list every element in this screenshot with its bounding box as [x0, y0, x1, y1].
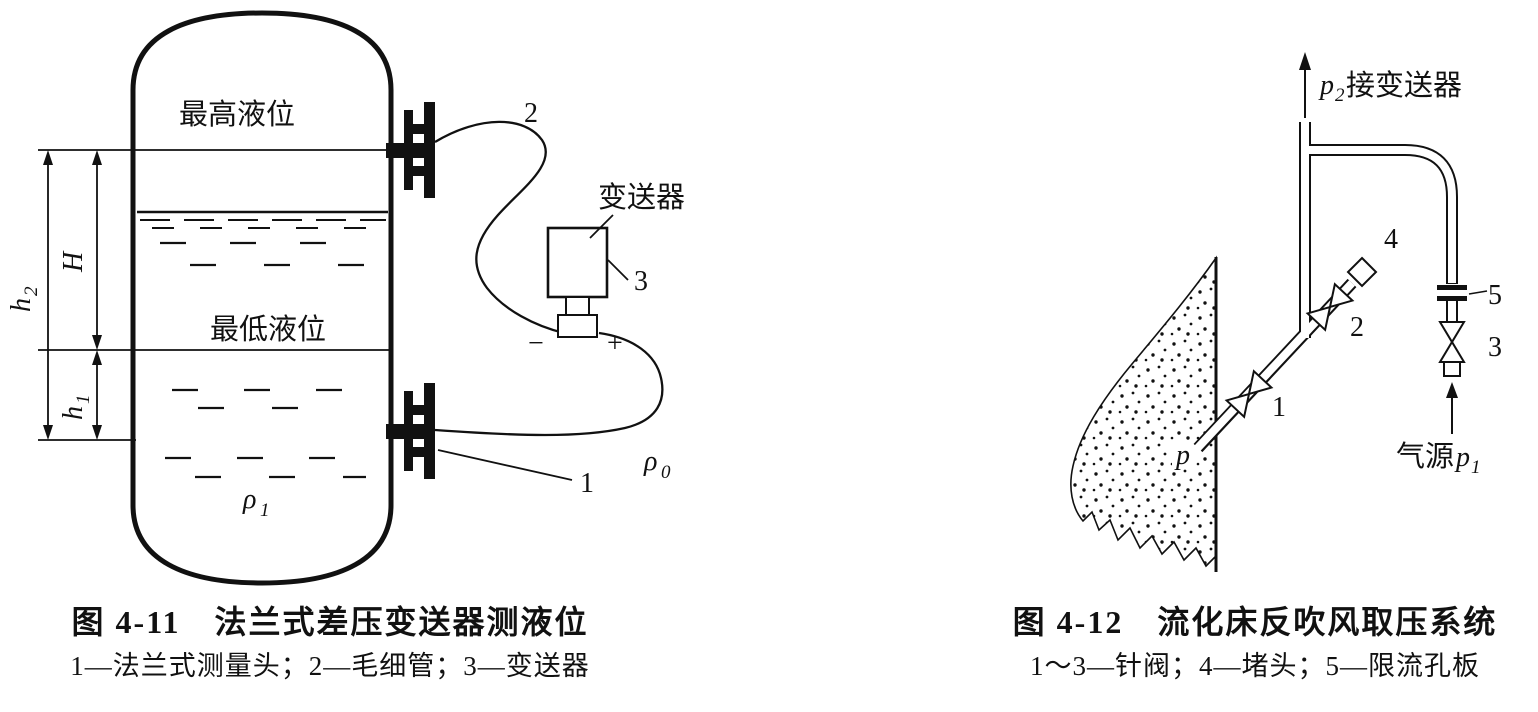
- needle-valve-3: [1438, 321, 1466, 377]
- plus-port-label: +: [607, 328, 623, 359]
- H-base: H: [58, 250, 89, 273]
- h2-base: h: [6, 298, 37, 312]
- p2-text: 接变送器: [1346, 69, 1462, 102]
- liquid-surface: [137, 210, 388, 229]
- orifice-plates: [1437, 285, 1467, 301]
- p1-base: p: [1454, 442, 1470, 473]
- h2-sub: 2: [21, 286, 42, 296]
- callout-2-right: 2: [1350, 312, 1364, 343]
- tank-outline: [130, 10, 394, 586]
- callout-1-right: 1: [1272, 392, 1286, 423]
- max-level-label: 最高液位: [179, 98, 295, 131]
- needle-valve-1: [1224, 369, 1274, 419]
- min-level-label: 最低液位: [210, 313, 326, 346]
- top-flange-head: [386, 102, 435, 198]
- plug-diamond: [1346, 256, 1378, 288]
- callout-4-right: 4: [1384, 224, 1398, 255]
- figure-4-11: h 2 H h 1: [6, 10, 685, 586]
- callout-3: 3: [634, 266, 648, 297]
- dimension-h2: [43, 150, 53, 440]
- p2-base: p: [1318, 70, 1334, 101]
- capillary-top: [434, 120, 565, 335]
- dimension-h1: [92, 350, 102, 440]
- figure-4-11-legend: 1—法兰式测量头；2—毛细管；3—变送器: [70, 651, 590, 681]
- callout-2: 2: [524, 98, 538, 129]
- level-lines: [38, 149, 391, 441]
- p2-arrow: [1299, 52, 1311, 118]
- liquid-dashes: [160, 241, 368, 479]
- stipple-bed: [1070, 255, 1217, 568]
- p-label: p: [1174, 440, 1190, 471]
- p1-sub: 1: [1471, 457, 1481, 478]
- rho0-base: ρ: [643, 446, 657, 477]
- h1-sub: 1: [73, 395, 94, 405]
- callout-5-right: 5: [1488, 280, 1502, 311]
- h2-label: h 2: [6, 286, 42, 312]
- gas-arrow: [1446, 382, 1458, 434]
- gas-source-label: 气源: [1396, 440, 1454, 473]
- callout-3-right: 3: [1488, 332, 1502, 363]
- capillary-bottom: [434, 331, 664, 437]
- figure-4-12-legend: 1～3—针阀；4—堵头；5—限流孔板: [1030, 651, 1480, 681]
- callout-1: 1: [580, 468, 594, 499]
- rho0-sub: 0: [661, 462, 671, 483]
- rho1-base: ρ: [242, 484, 256, 515]
- rho1-sub: 1: [260, 500, 270, 521]
- figure-4-12: p p 2 接变送器 气源 p 1 1 2 3 4 5: [1070, 52, 1502, 572]
- H-label: H: [58, 250, 89, 273]
- leader-lines: [437, 214, 629, 481]
- figure-4-11-caption: 图 4-11 法兰式差压变送器测液位: [71, 604, 589, 640]
- p-label-backing: [1172, 440, 1193, 468]
- needle-valve-2: [1305, 282, 1355, 332]
- p2-sub: 2: [1335, 85, 1345, 106]
- transmitter-body: [546, 226, 609, 338]
- transmitter-label: 变送器: [598, 181, 685, 214]
- minus-port-label: −: [528, 328, 544, 359]
- dimension-H: [92, 150, 102, 350]
- bottom-flange-head: [386, 383, 435, 479]
- h1-base: h: [58, 406, 89, 420]
- h1-label: h 1: [58, 395, 94, 421]
- orifice-leader: [1468, 290, 1488, 295]
- figure-4-12-caption: 图 4-12 流化床反吹风取压系统: [1012, 604, 1498, 640]
